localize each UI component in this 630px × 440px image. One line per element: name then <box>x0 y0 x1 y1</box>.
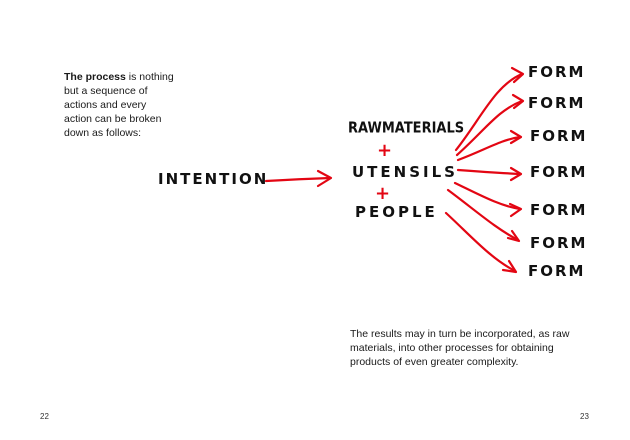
fan-arrow-2-head <box>511 93 525 110</box>
intention-arrow <box>264 176 332 183</box>
fan-arrow-2 <box>455 99 524 157</box>
page-number-left: 22 <box>40 412 49 421</box>
plus-sign-1: + <box>377 140 393 161</box>
fan-arrow-6 <box>446 188 520 242</box>
fan-arrow-5-head <box>508 202 523 218</box>
output-form-2: FORM <box>528 94 586 112</box>
fan-arrow-1 <box>454 72 524 152</box>
input-people: PEOPLE <box>355 203 438 221</box>
fan-arrow-6-head <box>506 229 521 243</box>
fan-arrow-1-head <box>510 66 525 84</box>
intro-bold-term: The process <box>64 71 126 83</box>
fan-arrow-4-head <box>509 166 523 182</box>
output-form-3: FORM <box>530 127 588 145</box>
fan-arrow-4 <box>456 168 522 176</box>
intention-arrow-head <box>316 169 333 188</box>
outro-paragraph: The results may in turn be incorporated,… <box>350 328 570 368</box>
plus-sign-2: + <box>375 183 391 204</box>
input-utensils: UTENSILS <box>352 163 458 181</box>
fan-arrow-3 <box>456 135 522 162</box>
output-form-1: FORM <box>528 63 586 81</box>
output-form-4: FORM <box>530 163 588 181</box>
intro-paragraph: The process is nothing but a sequence of… <box>64 70 174 140</box>
intention-label: INTENTION <box>158 170 269 188</box>
fan-arrow-5 <box>453 181 522 211</box>
fan-arrow-3-head <box>509 129 523 145</box>
intro-text: is nothing but a sequence of actions and… <box>64 71 174 139</box>
input-raw-materials: RAWMATERIALS <box>348 119 465 138</box>
output-form-6: FORM <box>530 234 588 252</box>
output-form-7: FORM <box>528 262 586 280</box>
fan-arrow-7-head <box>501 259 518 274</box>
fan-arrow-7 <box>444 211 517 273</box>
output-form-5: FORM <box>530 201 588 219</box>
page-number-right: 23 <box>580 412 589 421</box>
